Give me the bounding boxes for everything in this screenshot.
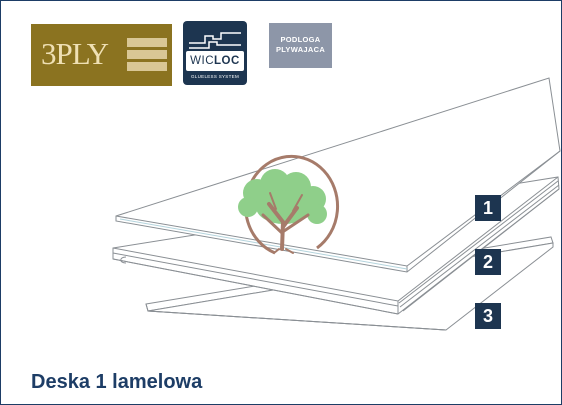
layer-number-2: 2	[475, 249, 501, 275]
podloga-line-2: PLYWAJACA	[275, 45, 326, 54]
tree-logo	[238, 154, 339, 255]
podloga-line-1: PODLOGA	[280, 35, 321, 44]
three-ply-badge: 3PLY	[31, 24, 172, 86]
wicloc-subtitle: GLUELESS SYSTEM	[190, 74, 239, 79]
wicloc-logo: WICLOC	[186, 51, 244, 71]
click-joint-icon	[189, 32, 241, 49]
three-ply-label: 3PLY	[41, 36, 109, 71]
wicloc-badge: WICLOC GLUELESS SYSTEM	[183, 21, 247, 85]
floating-floor-badge: PODLOGA PLYWAJACA	[269, 23, 332, 68]
layer-number-1: 1	[475, 195, 501, 221]
layer-number-3: 3	[475, 303, 501, 329]
product-caption: Deska 1 lamelowa	[31, 371, 203, 393]
three-layers-icon	[127, 38, 167, 72]
